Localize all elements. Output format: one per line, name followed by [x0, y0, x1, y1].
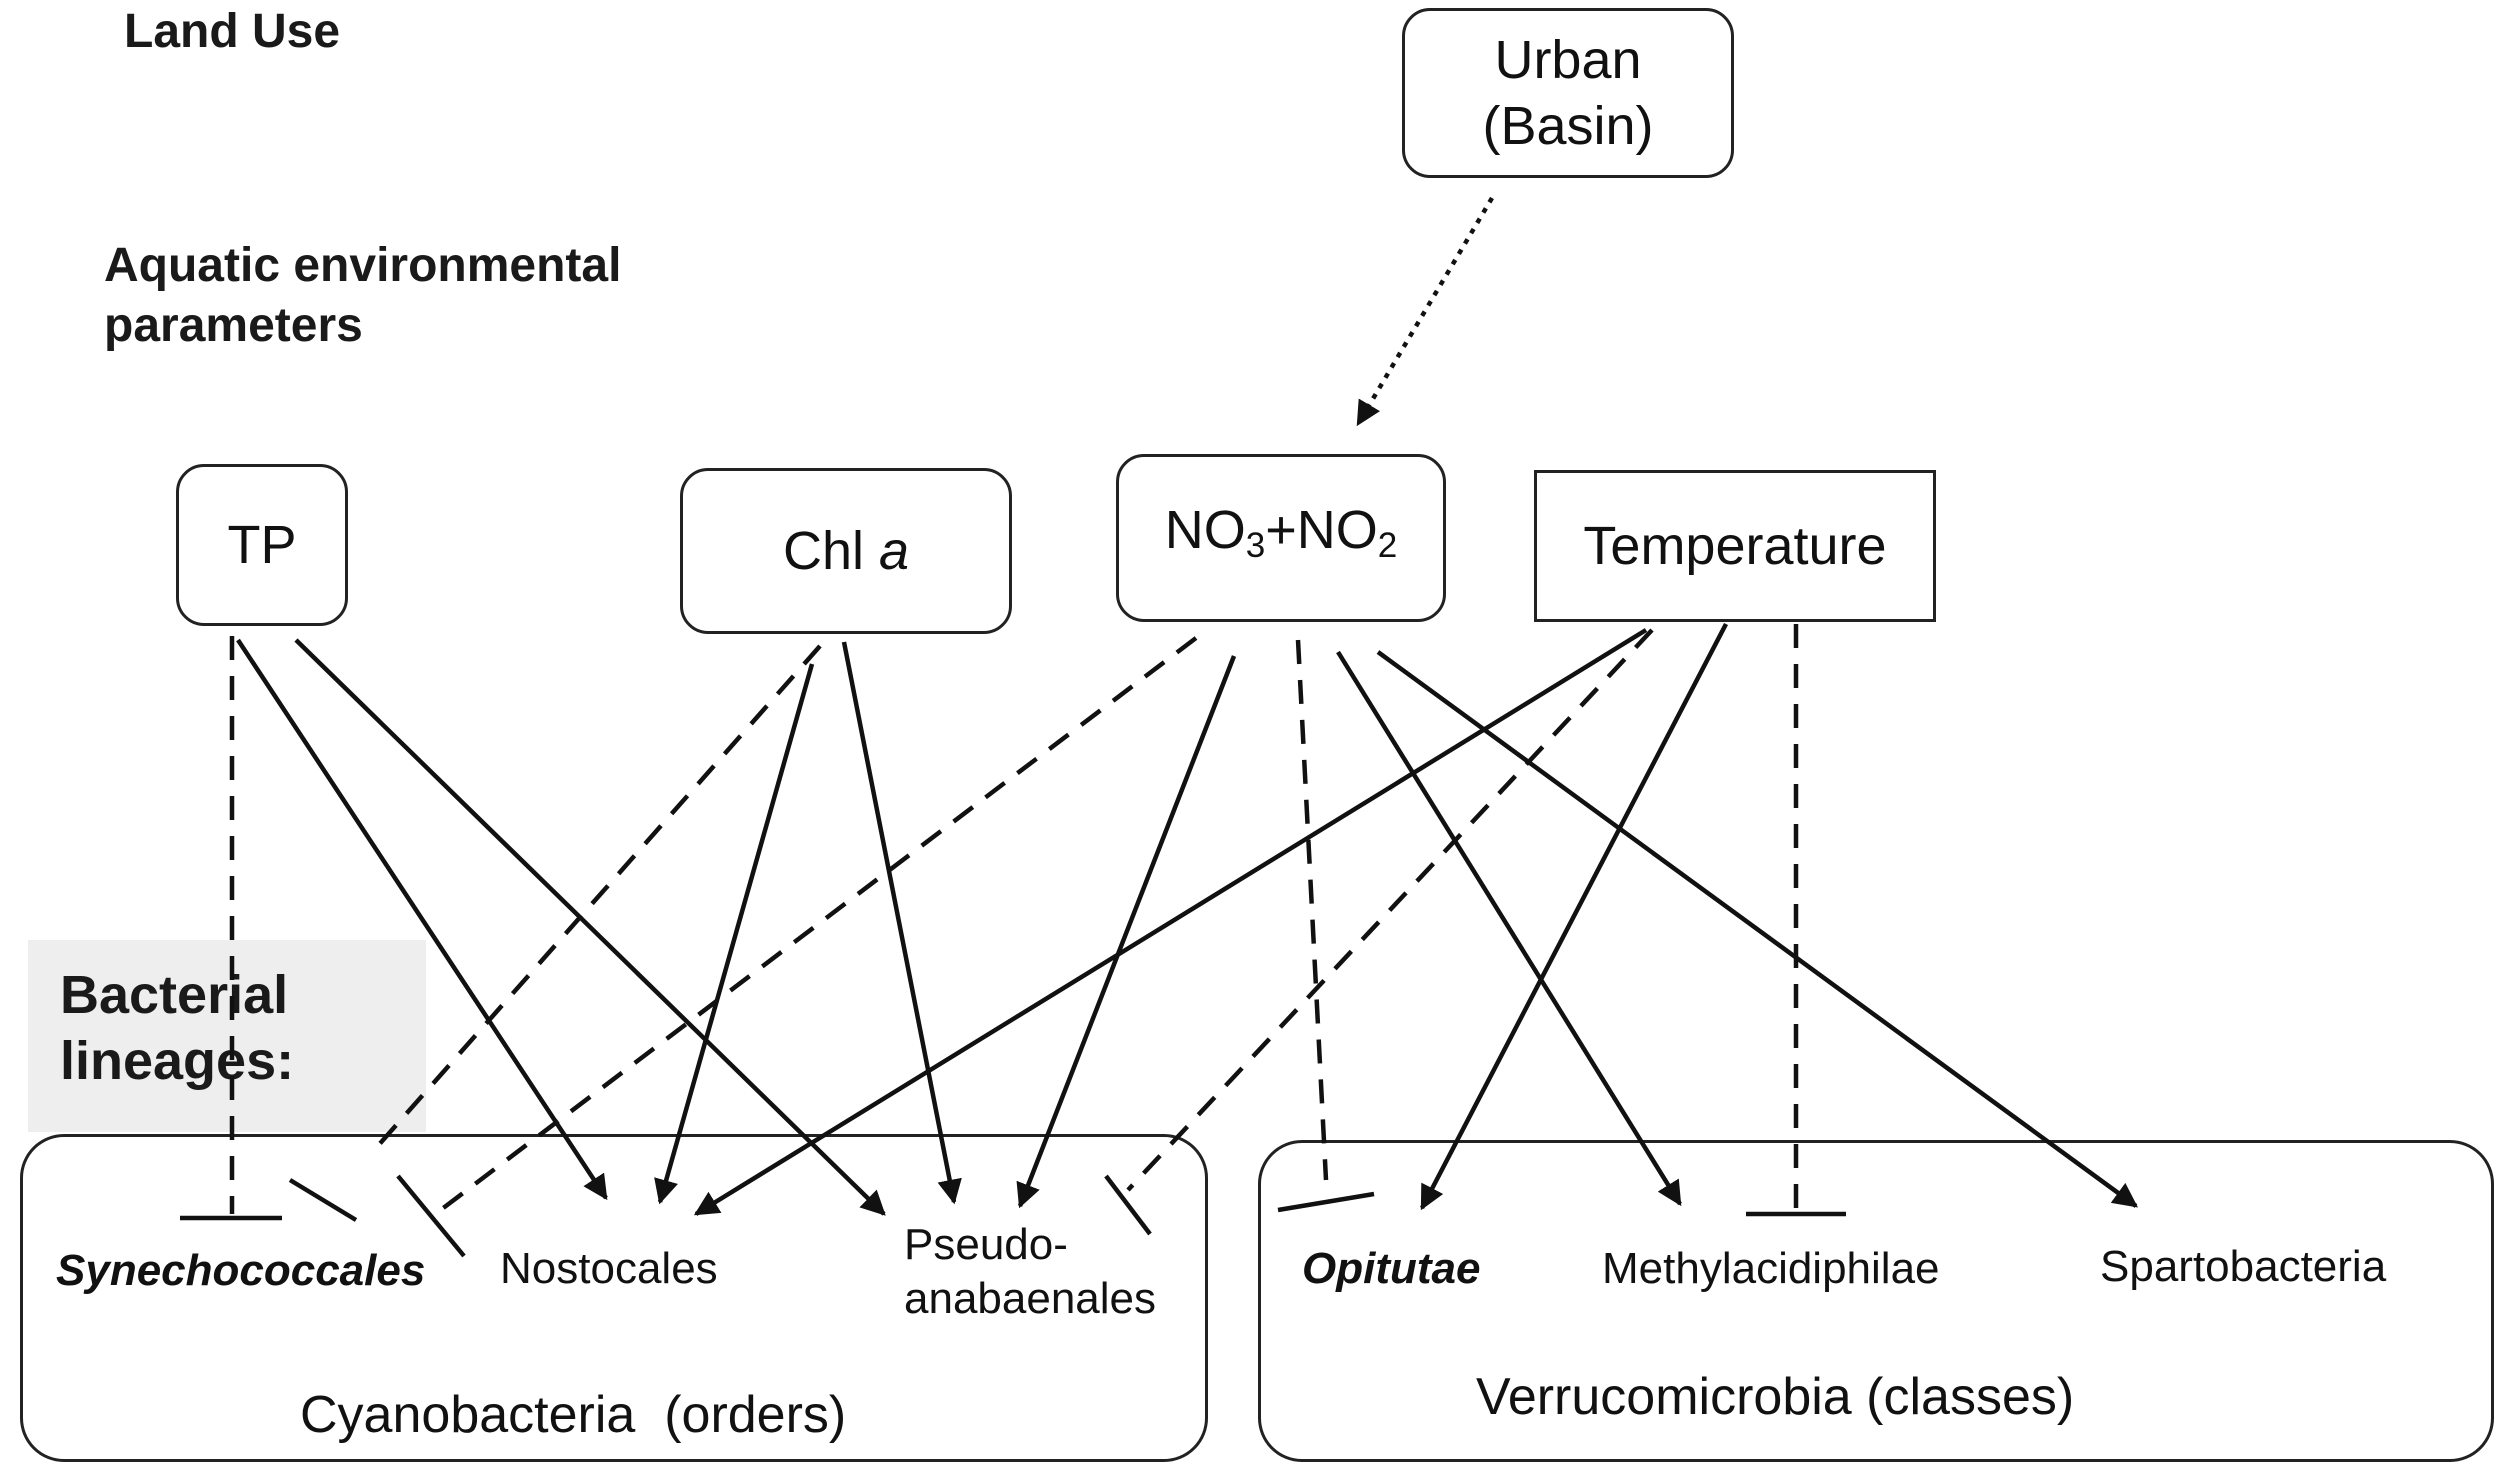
- aquatic-parameters-heading: Aquatic environmental parameters: [104, 236, 621, 356]
- chl-to-nostocales-arrow: [654, 663, 815, 1205]
- urban-basin-box: Urban (Basin): [1402, 8, 1734, 178]
- chl-a-label: Chl a: [783, 518, 909, 584]
- no3-no2-box: NO3+NO2: [1116, 454, 1446, 622]
- bacterial-lineages-heading: Bacterial lineages:: [60, 962, 294, 1094]
- pseudoanabaenales-label: Pseudo- anabaenales: [904, 1218, 1156, 1326]
- temperature-box: Temperature: [1534, 470, 1936, 622]
- no3-to-opitutae-dashed: [1295, 639, 1329, 1181]
- spartobacteria-label: Spartobacteria: [2100, 1242, 2387, 1291]
- nostocales-label: Nostocales: [500, 1244, 718, 1293]
- pseudo-label-line2: anabaenales: [904, 1274, 1157, 1323]
- methylacidiphilae-label: Methylacidiphilae: [1602, 1244, 1940, 1293]
- tp-box: TP: [176, 464, 348, 626]
- no3-text: NO: [1164, 500, 1246, 561]
- tp-to-pseudoanabaenales-arrow: [294, 638, 886, 1216]
- chl-synechococcales-bar: [288, 1178, 358, 1222]
- basin-label: (Basin): [1482, 96, 1654, 156]
- tp-label: TP: [227, 515, 297, 575]
- verrucomicrobia-group-label: Verrucomicrobia (classes): [1476, 1368, 2075, 1426]
- no3-to-methylacidiphilae-arrow: [1336, 650, 1682, 1207]
- chl-a-italic: a: [878, 521, 910, 581]
- synechococcales-label: Synechococcales: [56, 1246, 426, 1295]
- no2-text: +NO: [1265, 500, 1378, 561]
- cyanobacteria-group-label: Cyanobacteria (orders): [300, 1386, 847, 1444]
- opitutae-label: Opitutae: [1302, 1244, 1481, 1293]
- land-use-heading: Land Use: [124, 5, 341, 58]
- bacterial-lineages-shade: [28, 940, 426, 1132]
- temperature-to-pseudoanabaenales-dashed: [1126, 628, 1654, 1192]
- temperature-to-nostocales-arrow: [693, 628, 1648, 1216]
- chl-to-synechococcales-dashed: [374, 644, 822, 1150]
- urban-label: Urban: [1494, 30, 1642, 90]
- verrucomicrobia-group-box: [1258, 1140, 2494, 1462]
- chl-a-box: Chl a: [680, 468, 1012, 634]
- temperature-label: Temperature: [1583, 516, 1887, 576]
- pseudo-label-line1: Pseudo-: [904, 1220, 1068, 1269]
- bacterial-heading-line2: lineages:: [60, 1031, 295, 1091]
- no3-to-synechococcales-dashed: [436, 636, 1198, 1214]
- bacterial-heading-line1: Bacterial: [60, 965, 289, 1025]
- no3-opitutae-bar: [1277, 1191, 1375, 1213]
- temperature-pseudoanabaenales-bar: [1104, 1174, 1152, 1236]
- temperature-to-opitutae-arrow: [1420, 622, 1728, 1211]
- aquatic-heading-line2: parameters: [104, 299, 363, 352]
- cyanobacteria-group-box: [20, 1134, 1208, 1462]
- no3-synechococcales-bar: [396, 1174, 466, 1258]
- no3-to-spartobacteria-arrow: [1376, 650, 2138, 1208]
- no2-subscript: 2: [1377, 525, 1398, 565]
- no3-no2-label: NO3+NO2: [1165, 497, 1398, 579]
- no3-to-pseudoanabaenales-arrow: [1016, 655, 1237, 1209]
- aquatic-heading-line1: Aquatic environmental: [104, 239, 622, 292]
- chl-to-pseudoanabaenales-arrow: [841, 641, 962, 1205]
- chl-text: Chl: [782, 521, 879, 581]
- no3-subscript: 3: [1245, 525, 1266, 565]
- tp-to-nostocales-arrow: [236, 638, 608, 1201]
- urban-to-no3-dotted-arrow: [1356, 196, 1494, 427]
